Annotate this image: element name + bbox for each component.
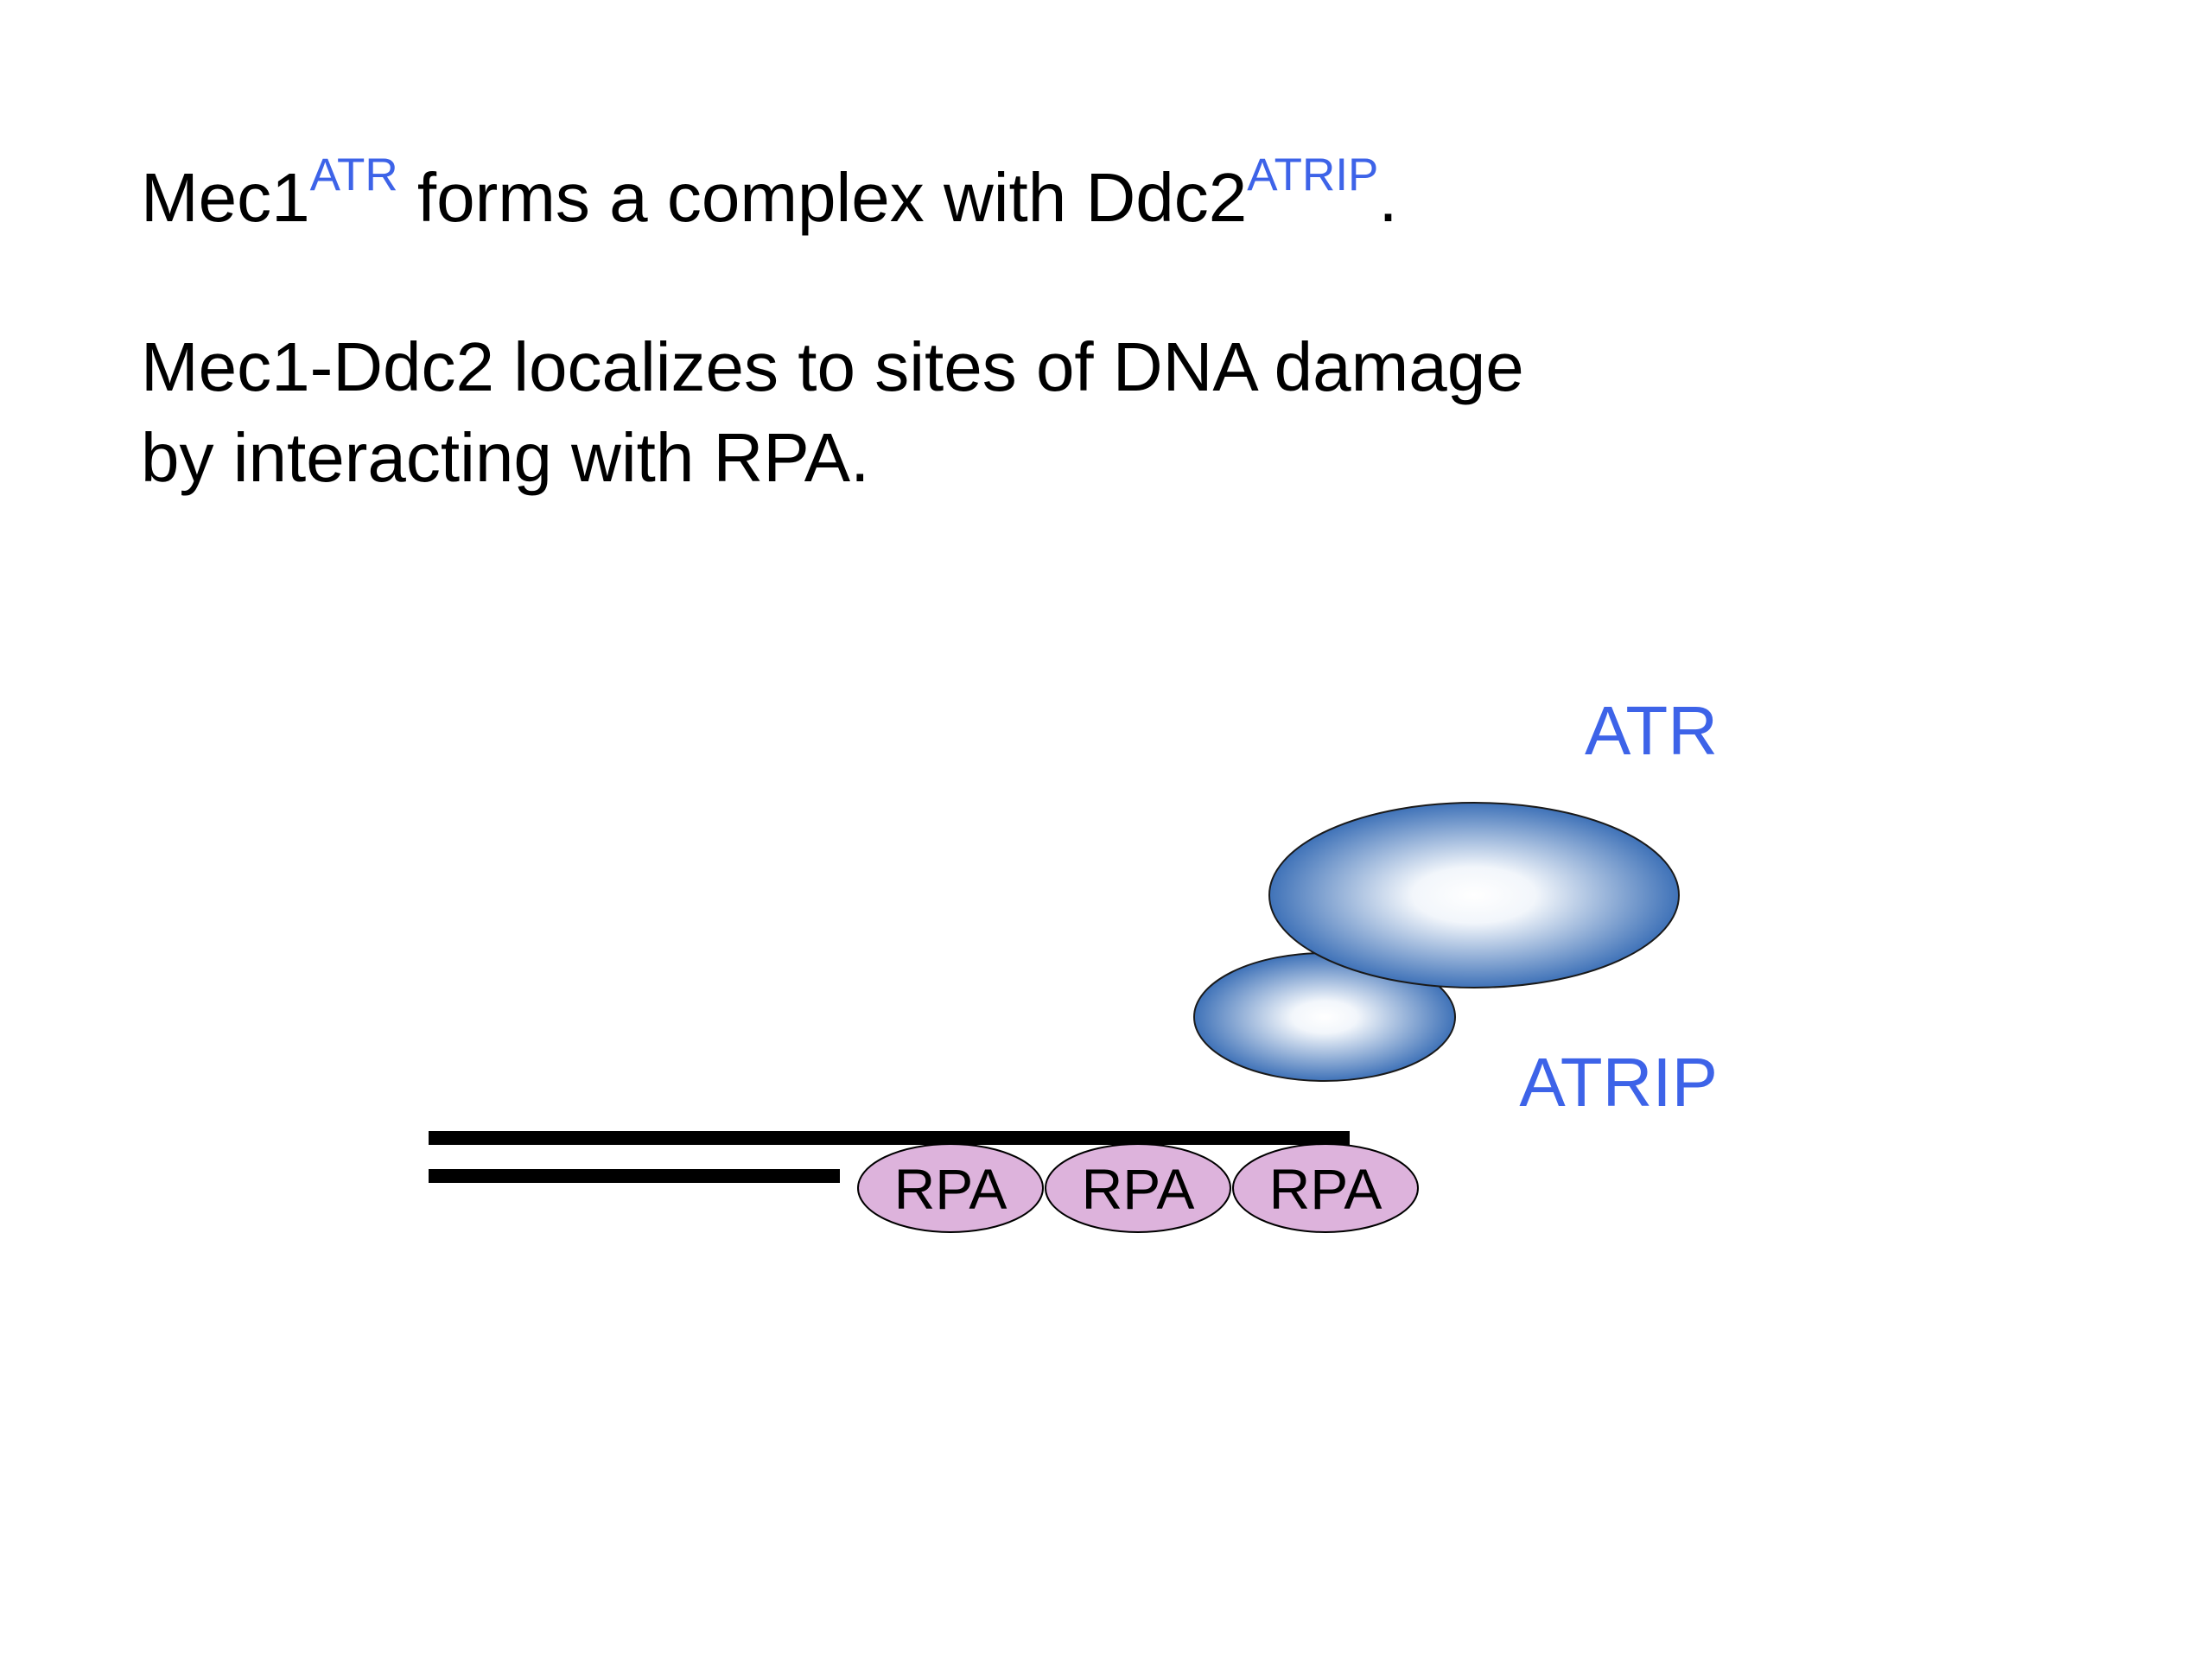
atrip-label: ATRIP	[1519, 1044, 1718, 1121]
atrip-superscript: ATRIP	[1247, 149, 1379, 200]
atr-superscript: ATR	[309, 149, 398, 200]
atr-label: ATR	[1585, 692, 1718, 769]
statement-complex: Mec1ATR forms a complex with Ddc2ATRIP.	[141, 152, 1398, 232]
complex-text: forms a complex with Ddc2	[397, 159, 1248, 236]
statement-localization-line2: by interacting with RPA.	[141, 419, 870, 496]
rpa-protein-1: RPA	[857, 1143, 1044, 1233]
dna-short-strand	[429, 1169, 840, 1183]
period-text: .	[1378, 159, 1398, 236]
atr-protein	[1268, 802, 1680, 988]
dna-long-strand	[429, 1131, 1350, 1145]
statement-localization-line1: Mec1-Ddc2 localizes to sites of DNA dama…	[141, 328, 1524, 405]
rpa-protein-2: RPA	[1045, 1143, 1231, 1233]
rpa-label-2: RPA	[1082, 1157, 1195, 1221]
rpa-label-1: RPA	[894, 1157, 1007, 1221]
rpa-label-3: RPA	[1269, 1157, 1382, 1221]
mec1-text: Mec1	[141, 159, 310, 236]
rpa-protein-3: RPA	[1232, 1143, 1419, 1233]
